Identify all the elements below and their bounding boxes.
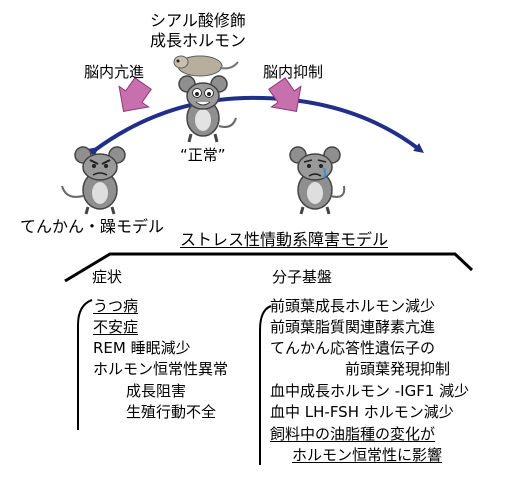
symptom-item: 不安症 bbox=[93, 318, 139, 336]
symptom-item: 成長阻害 bbox=[126, 382, 187, 400]
bracket-top bbox=[64, 252, 474, 283]
symptoms-heading: 症状 bbox=[92, 268, 123, 286]
molecular-heading: 分子基盤 bbox=[272, 268, 333, 286]
right-pink-arrow bbox=[268, 77, 302, 112]
symptom-item: 生殖行動不全 bbox=[126, 403, 217, 421]
left-model-label: てんかん・躁モデル bbox=[20, 217, 165, 236]
mouse-lying-icon bbox=[173, 55, 239, 77]
title-line2: 成長ホルモン bbox=[150, 31, 247, 50]
molecular-item: 血中 LH-FSH ホルモン減少 bbox=[270, 403, 454, 421]
symptom-item: REM 睡眠減少 bbox=[93, 339, 191, 357]
left-arrow-label: 脳内亢進 bbox=[84, 63, 145, 81]
molecular-item: てんかん応答性遺伝子の bbox=[270, 339, 436, 357]
symptom-item: うつ病 bbox=[93, 297, 139, 315]
arc-arrow bbox=[88, 95, 424, 157]
bracket-left bbox=[77, 299, 93, 430]
title-line1: シアル酸修飾 bbox=[150, 11, 246, 30]
molecular-item: 前頭葉発現抑制 bbox=[345, 360, 451, 378]
mouse-sad-icon bbox=[289, 146, 346, 215]
molecular-item: 前頭葉成長ホルモン減少 bbox=[270, 297, 436, 315]
center-label: “正常” bbox=[180, 146, 226, 164]
bracket-right bbox=[259, 305, 272, 465]
mouse-normal-icon bbox=[178, 75, 237, 143]
right-arrow-label: 脳内抑制 bbox=[263, 63, 324, 81]
symptom-item: ホルモン恒常性異常 bbox=[93, 360, 229, 378]
right-model-label: ストレス性情動系障害モデル bbox=[180, 230, 389, 249]
left-pink-arrow bbox=[118, 77, 152, 112]
mouse-angry-icon bbox=[61, 146, 126, 215]
molecular-item: 飼料中の油脂種の変化が bbox=[270, 425, 436, 443]
molecular-item: 血中成長ホルモン -IGF1 減少 bbox=[270, 382, 470, 400]
molecular-item: ホルモン恒常性に影響 bbox=[292, 446, 443, 464]
molecular-item: 前頭葉脂質関連酵素亢進 bbox=[270, 318, 436, 336]
